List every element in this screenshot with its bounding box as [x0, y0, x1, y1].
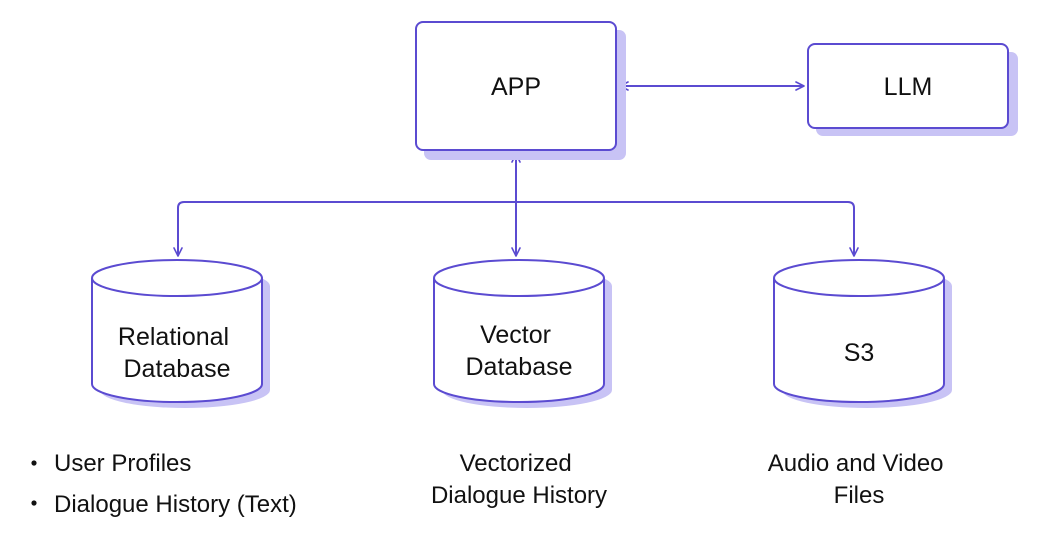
s3-caption-line-2: Files	[834, 482, 885, 509]
vector-db-caption-line-2: Dialogue History	[431, 482, 607, 509]
edge-app-s3	[516, 201, 859, 257]
relational-db-node: Relational Database	[91, 259, 270, 408]
vector-db-top	[433, 259, 605, 297]
s3-caption-line-1: Audio and Video	[768, 450, 944, 477]
bullet-dot-1	[31, 460, 37, 466]
vector-db-body	[433, 278, 605, 403]
llm-node: LLM	[807, 43, 1018, 136]
vector-db-node: Vector Database	[433, 259, 612, 408]
s3-caption: Audio and Video Files	[768, 450, 950, 509]
bullet-dot-2	[31, 500, 37, 506]
app-node-box	[415, 21, 617, 151]
s3-label: S3	[844, 339, 875, 367]
vector-db-caption-text: Vectorized Dialogue History	[431, 450, 607, 509]
s3-node: S3	[773, 259, 952, 408]
s3-body	[773, 278, 945, 403]
llm-node-label: LLM	[884, 73, 933, 101]
vector-db-caption-line-1: Vectorized	[460, 450, 572, 477]
caption-bullet-1: User Profiles	[54, 450, 191, 477]
edges	[173, 81, 859, 257]
edge-app-relational-db	[173, 201, 516, 257]
s3-caption-text: Audio and Video Files	[768, 450, 950, 509]
caption-bullet-2: Dialogue History (Text)	[54, 491, 297, 518]
vector-db-label: Vector Database	[465, 321, 572, 381]
vector-db-caption: Vectorized Dialogue History	[431, 450, 607, 509]
relational-db-body	[91, 278, 263, 403]
relational-db-label: Relational Database	[118, 323, 236, 383]
vector-db-label-line-2: Database	[465, 353, 572, 381]
app-node: APP	[415, 21, 626, 160]
vector-db-label-line-1: Vector	[480, 321, 551, 349]
relational-db-top	[91, 259, 263, 297]
s3-top	[773, 259, 945, 297]
relational-db-label-line-2: Database	[123, 355, 230, 383]
relational-db-caption: User Profiles Dialogue History (Text)	[31, 450, 297, 518]
app-node-label: APP	[491, 73, 541, 101]
relational-db-label-line-1: Relational	[118, 323, 229, 351]
llm-node-box	[807, 43, 1009, 129]
